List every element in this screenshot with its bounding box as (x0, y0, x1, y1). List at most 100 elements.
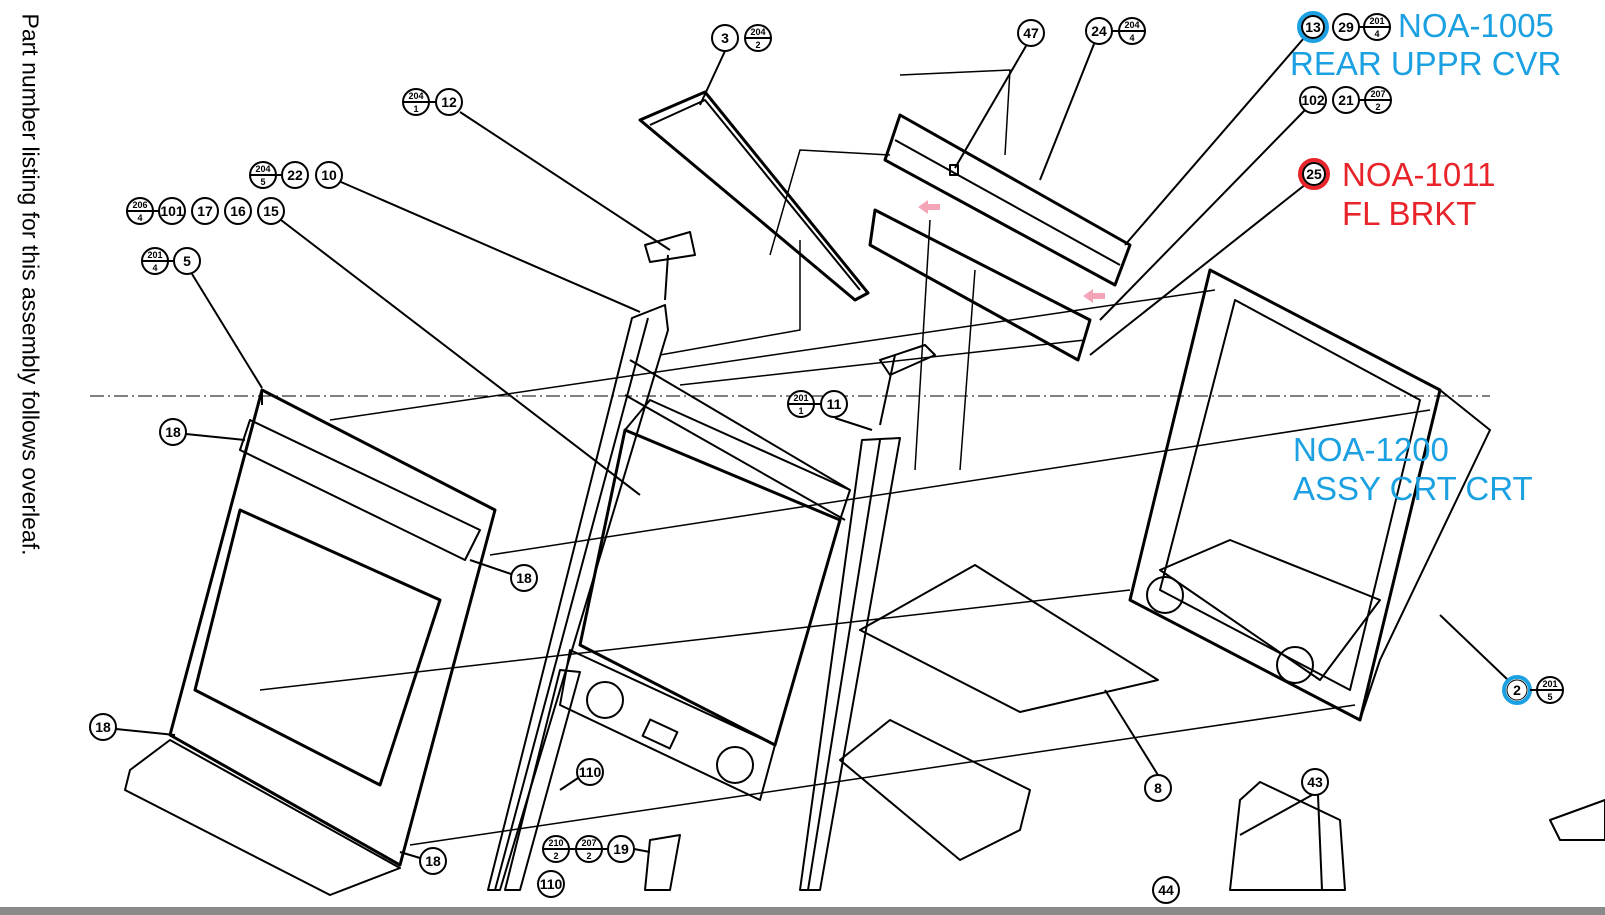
svg-text:102: 102 (1301, 92, 1325, 108)
callout-29: 29 (1332, 13, 1360, 41)
overleaf-note: Part number listing for this assembly fo… (17, 13, 44, 556)
svg-text:15: 15 (263, 203, 279, 219)
crt-tube-part (559, 399, 851, 801)
callout-2-highlighted: 2 (1502, 675, 1532, 705)
svg-text:204: 204 (408, 91, 423, 101)
callout-25-highlighted: 25 (1298, 158, 1330, 190)
callout-11: 11 (820, 390, 848, 418)
callout-17: 17 (191, 197, 219, 225)
callout-5: 5 (173, 247, 201, 275)
svg-text:3: 3 (721, 30, 729, 46)
crt-assy-part-number: NOA-1200 (1293, 431, 1449, 468)
assembly-lines (259, 69, 1431, 846)
callout-24: 24 (1085, 17, 1113, 45)
svg-text:201: 201 (1542, 679, 1557, 689)
callout-18: 18 (419, 847, 447, 875)
callout-8: 8 (1144, 774, 1172, 802)
rear-upper-cover-name: REAR UPPR CVR (1290, 45, 1562, 82)
svg-text:204: 204 (750, 27, 765, 37)
svg-text:18: 18 (165, 424, 181, 440)
svg-text:2: 2 (755, 40, 760, 50)
svg-text:206: 206 (132, 200, 147, 210)
svg-text:2: 2 (586, 851, 591, 861)
floor-plate-part (859, 564, 1159, 713)
svg-text:201: 201 (1369, 16, 1384, 26)
svg-text:1: 1 (413, 104, 418, 114)
svg-text:201: 201 (147, 250, 162, 260)
svg-text:4: 4 (1374, 29, 1379, 39)
callout-16: 16 (224, 197, 252, 225)
pink-arrow-icons (918, 200, 1105, 303)
svg-text:2: 2 (1375, 102, 1380, 112)
bottom-scroll-edge (0, 907, 1605, 915)
callout-44: 44 (1152, 876, 1180, 904)
crt-cabinet-part (1128, 268, 1491, 722)
svg-text:4: 4 (137, 213, 142, 223)
svg-text:44: 44 (1158, 882, 1174, 898)
svg-text:110: 110 (579, 764, 602, 780)
svg-text:201: 201 (793, 393, 808, 403)
callout-22: 22 (281, 161, 309, 189)
front-bezel-part (124, 388, 497, 896)
callout-101: 101 (158, 197, 186, 225)
fl-bracket-part-number: NOA-1011 (1342, 156, 1496, 193)
callout-3: 3 (711, 24, 739, 52)
callout-18: 18 (159, 418, 187, 446)
arrow-left-icon (918, 200, 940, 214)
svg-text:8: 8 (1154, 780, 1162, 796)
rear-upper-cover-part (868, 113, 1132, 362)
svg-text:4: 4 (152, 263, 157, 273)
callout-110: 110 (576, 758, 604, 786)
svg-text:18: 18 (95, 719, 111, 735)
svg-text:18: 18 (516, 570, 532, 586)
crt-assy-name: ASSY CRT CRT (1293, 470, 1533, 507)
svg-text:2: 2 (553, 851, 558, 861)
svg-text:22: 22 (287, 167, 303, 183)
callout-43: 43 (1301, 768, 1329, 796)
callout-13-highlighted: 13 (1297, 11, 1329, 43)
svg-text:101: 101 (160, 203, 184, 219)
arrow-left-icon (1083, 289, 1105, 303)
svg-text:5: 5 (183, 253, 191, 269)
svg-text:18: 18 (425, 853, 441, 869)
svg-text:16: 16 (230, 203, 246, 219)
lower-parts (644, 719, 1605, 891)
svg-text:13: 13 (1305, 19, 1321, 35)
svg-text:204: 204 (1124, 20, 1139, 30)
callout-47: 47 (1017, 19, 1045, 47)
svg-text:17: 17 (197, 203, 213, 219)
svg-text:207: 207 (1370, 89, 1385, 99)
svg-text:210: 210 (548, 838, 563, 848)
svg-text:29: 29 (1338, 19, 1354, 35)
svg-text:11: 11 (827, 396, 842, 412)
svg-text:10: 10 (321, 167, 337, 183)
svg-text:110: 110 (540, 876, 563, 892)
rear-upper-cover-part-number: NOA-1005 (1398, 7, 1554, 44)
svg-text:5: 5 (1547, 692, 1552, 702)
svg-text:12: 12 (441, 94, 457, 110)
svg-text:43: 43 (1307, 774, 1323, 790)
svg-text:5: 5 (260, 177, 265, 187)
callout-18: 18 (89, 713, 117, 741)
callout-15: 15 (257, 197, 285, 225)
svg-text:2: 2 (1513, 682, 1521, 698)
callout-110: 110 (537, 870, 565, 898)
svg-text:25: 25 (1306, 166, 1322, 182)
callout-21: 21 (1332, 86, 1360, 114)
callout-19: 19 (607, 835, 635, 863)
svg-text:204: 204 (255, 164, 270, 174)
callout-102: 102 (1299, 86, 1327, 114)
svg-text:21: 21 (1338, 92, 1354, 108)
